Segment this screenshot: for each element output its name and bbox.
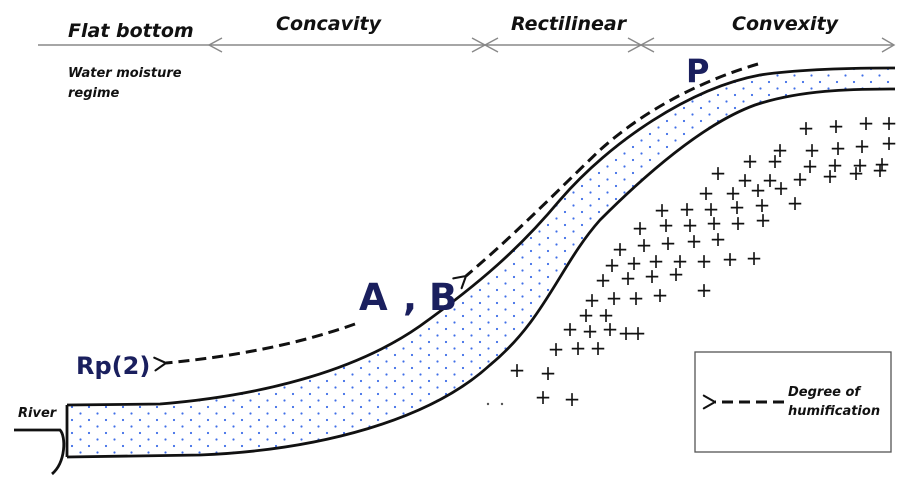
plus-marker: + [722, 247, 739, 271]
plus-marker: + [606, 286, 623, 310]
river-label: River [18, 406, 58, 421]
plus-marker: + [578, 303, 595, 327]
plus-marker: + [620, 266, 637, 290]
plus-marker: + [881, 131, 897, 155]
plus-marker: + [636, 233, 653, 257]
header-rectilinear: Rectilinear [511, 13, 628, 35]
plus-marker: + [710, 227, 727, 251]
humification-markers: ++++++++++++++++++++++++++++++++++++++++… [486, 111, 897, 411]
plus-marker: + [703, 197, 720, 221]
plus-marker: + [830, 136, 847, 160]
plus-marker: + [755, 208, 772, 232]
plus-marker: + [822, 164, 839, 188]
plus-marker: + [628, 286, 645, 310]
label-rp: Rp(2) [76, 352, 150, 380]
header-convexity: Convexity [732, 13, 840, 35]
plus-marker: + [660, 231, 677, 255]
plus-marker: + [644, 264, 661, 288]
plus-marker: + [827, 153, 844, 177]
plus-marker: + [668, 262, 685, 286]
plus-marker: + [872, 158, 889, 182]
plus-marker: + [792, 167, 809, 191]
plus-marker: + [658, 213, 675, 237]
stray-dot [486, 402, 490, 406]
plus-marker: + [672, 249, 689, 273]
header-flat-bottom: Flat bottom [68, 20, 194, 42]
plus-marker: + [582, 319, 599, 343]
plus-marker: + [750, 178, 767, 202]
plus-marker: + [737, 168, 754, 192]
plus-marker: + [696, 249, 713, 273]
plus-marker: + [540, 361, 557, 385]
plus-marker: + [874, 152, 891, 176]
stray-dot [500, 402, 504, 406]
plus-marker: + [682, 213, 699, 237]
label-p: P [686, 52, 709, 90]
plus-marker: + [828, 114, 845, 138]
plus-marker: + [698, 181, 715, 205]
plus-marker: + [729, 195, 746, 219]
plus-marker: + [787, 191, 804, 215]
plus-marker: + [652, 283, 669, 307]
lower-boundary-line [66, 87, 896, 459]
plus-marker: + [626, 251, 643, 275]
header-concavity: Concavity [276, 13, 383, 35]
plus-marker: + [730, 211, 747, 235]
plus-marker: + [881, 111, 897, 135]
plus-marker: + [630, 321, 647, 345]
label-b: B [429, 276, 457, 319]
dotted-soil-layer [67, 68, 895, 457]
plus-marker: + [746, 246, 763, 270]
plus-marker: + [632, 216, 649, 240]
river-bank [14, 405, 69, 476]
plus-marker: + [602, 317, 619, 341]
plus-marker: + [798, 116, 815, 140]
plus-marker: + [772, 138, 789, 162]
plus-marker: + [535, 385, 552, 409]
plus-marker: + [590, 336, 607, 360]
plus-marker: + [854, 134, 871, 158]
arrow-a-to-rp [153, 322, 356, 372]
plus-marker: + [742, 149, 759, 173]
plus-marker: + [654, 198, 671, 222]
segment-axis [38, 37, 896, 53]
legend-label-line-2: humification [788, 404, 880, 419]
plus-marker: + [754, 193, 771, 217]
plus-marker: + [584, 288, 601, 312]
plus-marker: + [509, 358, 526, 382]
plus-marker: + [595, 268, 612, 292]
plus-marker: + [564, 387, 581, 411]
water-moisture-label-2: regime [68, 86, 120, 101]
label-a: A [359, 276, 388, 319]
plus-marker: + [767, 149, 784, 173]
plus-marker: + [598, 303, 615, 327]
legend-label-line-1: Degree of [788, 385, 862, 400]
plus-marker: + [562, 317, 579, 341]
plus-marker: + [612, 237, 629, 261]
plus-marker: + [858, 111, 875, 135]
plus-marker: + [710, 161, 727, 185]
plus-marker: + [848, 161, 865, 185]
plus-marker: + [706, 211, 723, 235]
label-comma: , [403, 276, 417, 319]
plus-marker: + [802, 154, 819, 178]
plus-marker: + [804, 138, 821, 162]
plus-marker: + [648, 249, 665, 273]
water-moisture-label: Water moisture [68, 66, 182, 81]
plus-marker: + [548, 337, 565, 361]
plus-marker: + [852, 153, 869, 177]
plus-marker: + [604, 253, 621, 277]
plus-marker: + [725, 181, 742, 205]
plus-marker: + [679, 197, 696, 221]
plus-marker: + [773, 176, 790, 200]
plus-marker: + [696, 278, 713, 302]
plus-marker: + [618, 321, 635, 345]
plus-marker: + [570, 336, 587, 360]
plus-marker: + [686, 229, 703, 253]
soil-surface-line [66, 66, 896, 407]
plus-marker: + [762, 168, 779, 192]
legend-box: Degree of humification [694, 351, 892, 453]
